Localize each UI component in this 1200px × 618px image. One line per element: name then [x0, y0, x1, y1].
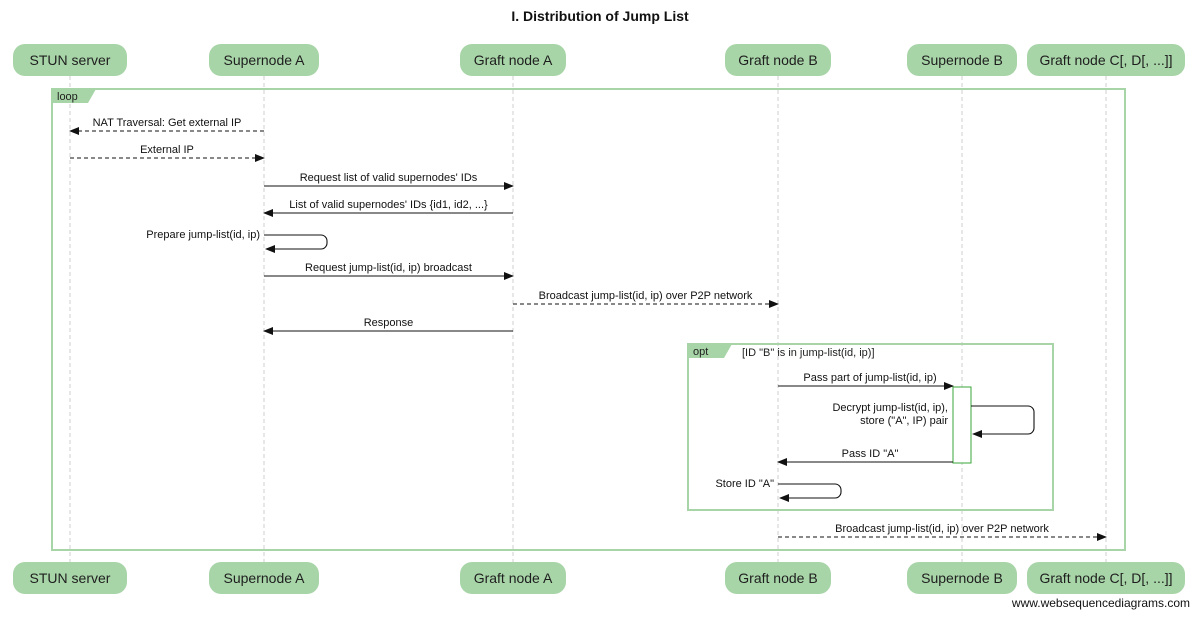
message-4: List of valid supernodes' IDs {id1, id2,…: [263, 199, 513, 217]
participant-graftb-bottom: Graft node B: [725, 562, 831, 594]
participant-graftb-top: Graft node B: [725, 44, 831, 76]
participant-grafta-bottom: Graft node A: [460, 562, 566, 594]
participant-label: Supernode A: [224, 570, 306, 586]
message-2: External IP: [70, 144, 265, 162]
participant-label: STUN server: [30, 570, 111, 586]
message-label: Broadcast jump-list(id, ip) over P2P net…: [539, 290, 753, 302]
message-label: Pass ID "A": [842, 448, 899, 460]
message-7: Broadcast jump-list(id, ip) over P2P net…: [513, 290, 779, 308]
message-label: NAT Traversal: Get external IP: [93, 117, 242, 129]
participant-graftc-bottom: Graft node C[, D[, ...]]: [1027, 562, 1185, 594]
participant-label: Graft node B: [738, 570, 817, 586]
participant-supb-top: Supernode B: [907, 44, 1017, 76]
diagram-title: I. Distribution of Jump List: [511, 8, 689, 24]
message-9: Pass part of jump-list(id, ip): [778, 372, 954, 390]
message-5: Prepare jump-list(id, ip): [146, 229, 328, 253]
message-label: Pass part of jump-list(id, ip): [803, 372, 936, 384]
participant-supb-bottom: Supernode B: [907, 562, 1017, 594]
participant-label: Graft node C[, D[, ...]]: [1039, 52, 1172, 68]
message-10: Decrypt jump-list(id, ip),store ("A", IP…: [832, 402, 1035, 438]
message-6: Request jump-list(id, ip) broadcast: [264, 262, 514, 280]
participant-grafta-top: Graft node A: [460, 44, 566, 76]
message-label: Request list of valid supernodes' IDs: [300, 172, 478, 184]
message-label: Response: [364, 317, 414, 329]
message-11: Pass ID "A": [777, 448, 953, 466]
message-3: Request list of valid supernodes' IDs: [264, 172, 514, 190]
participant-stun-bottom: STUN server: [13, 562, 127, 594]
participant-label: Supernode A: [224, 52, 306, 68]
opt-condition: [ID "B" is in jump-list(id, ip)]: [742, 347, 875, 359]
message-label: Request jump-list(id, ip) broadcast: [305, 262, 472, 274]
participant-supa-bottom: Supernode A: [209, 562, 319, 594]
participant-label: Graft node C[, D[, ...]]: [1039, 570, 1172, 586]
opt-fragment-label: opt: [693, 346, 708, 358]
message-label: Prepare jump-list(id, ip): [146, 229, 260, 241]
message-label: Decrypt jump-list(id, ip),: [832, 402, 948, 414]
message-8: Response: [263, 317, 513, 335]
participant-label: Supernode B: [921, 52, 1003, 68]
loop-fragment: loop: [51, 88, 1126, 551]
participant-label: Supernode B: [921, 570, 1003, 586]
message-label: store ("A", IP) pair: [860, 415, 948, 427]
message-1: NAT Traversal: Get external IP: [69, 117, 264, 135]
participant-label: Graft node B: [738, 52, 817, 68]
activation-supernode-b: [952, 386, 972, 464]
participant-supa-top: Supernode A: [209, 44, 319, 76]
message-13: Broadcast jump-list(id, ip) over P2P net…: [778, 523, 1107, 541]
message-12: Store ID "A": [715, 478, 842, 502]
message-label: Broadcast jump-list(id, ip) over P2P net…: [835, 523, 1049, 535]
participant-graftc-top: Graft node C[, D[, ...]]: [1027, 44, 1185, 76]
participant-label: Graft node A: [474, 52, 553, 68]
opt-fragment: opt [ID "B" is in jump-list(id, ip)]: [687, 343, 1054, 511]
participant-stun-top: STUN server: [13, 44, 127, 76]
message-label: Store ID "A": [715, 478, 774, 490]
message-label: List of valid supernodes' IDs {id1, id2,…: [289, 199, 488, 211]
participant-label: Graft node A: [474, 570, 553, 586]
participant-label: STUN server: [30, 52, 111, 68]
watermark: www.websequencediagrams.com: [1011, 596, 1190, 610]
loop-fragment-label: loop: [57, 91, 78, 103]
message-label: External IP: [140, 144, 194, 156]
